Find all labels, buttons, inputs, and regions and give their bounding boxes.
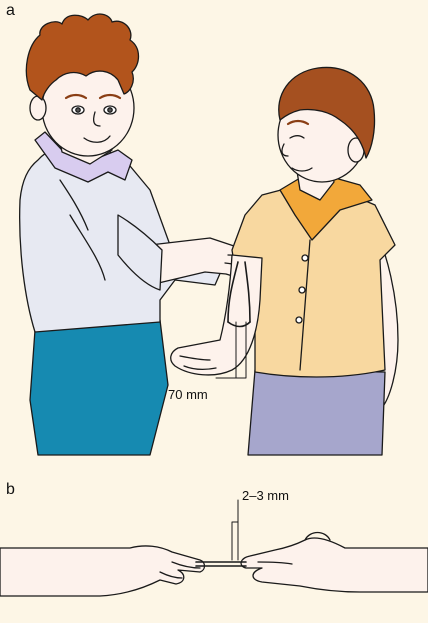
panel-b-illustration: [0, 500, 428, 596]
measurement-label-70mm: 70 mm: [168, 387, 208, 402]
right-boy-button: [299, 287, 305, 293]
right-boy-button: [302, 255, 308, 261]
measure-bracket-2-3mm: [232, 522, 238, 560]
measurement-label-2-3mm: 2–3 mm: [242, 488, 289, 503]
right-boy-button: [296, 317, 302, 323]
left-hand: [0, 546, 205, 596]
right-hand: [241, 538, 428, 592]
panel-a-illustration: [20, 14, 398, 455]
left-boy-trousers: [30, 320, 168, 455]
right-boy-trousers: [248, 370, 385, 455]
left-boy-ear: [30, 96, 46, 120]
left-boy-pupil: [108, 108, 112, 112]
left-boy-pupil: [76, 108, 80, 112]
